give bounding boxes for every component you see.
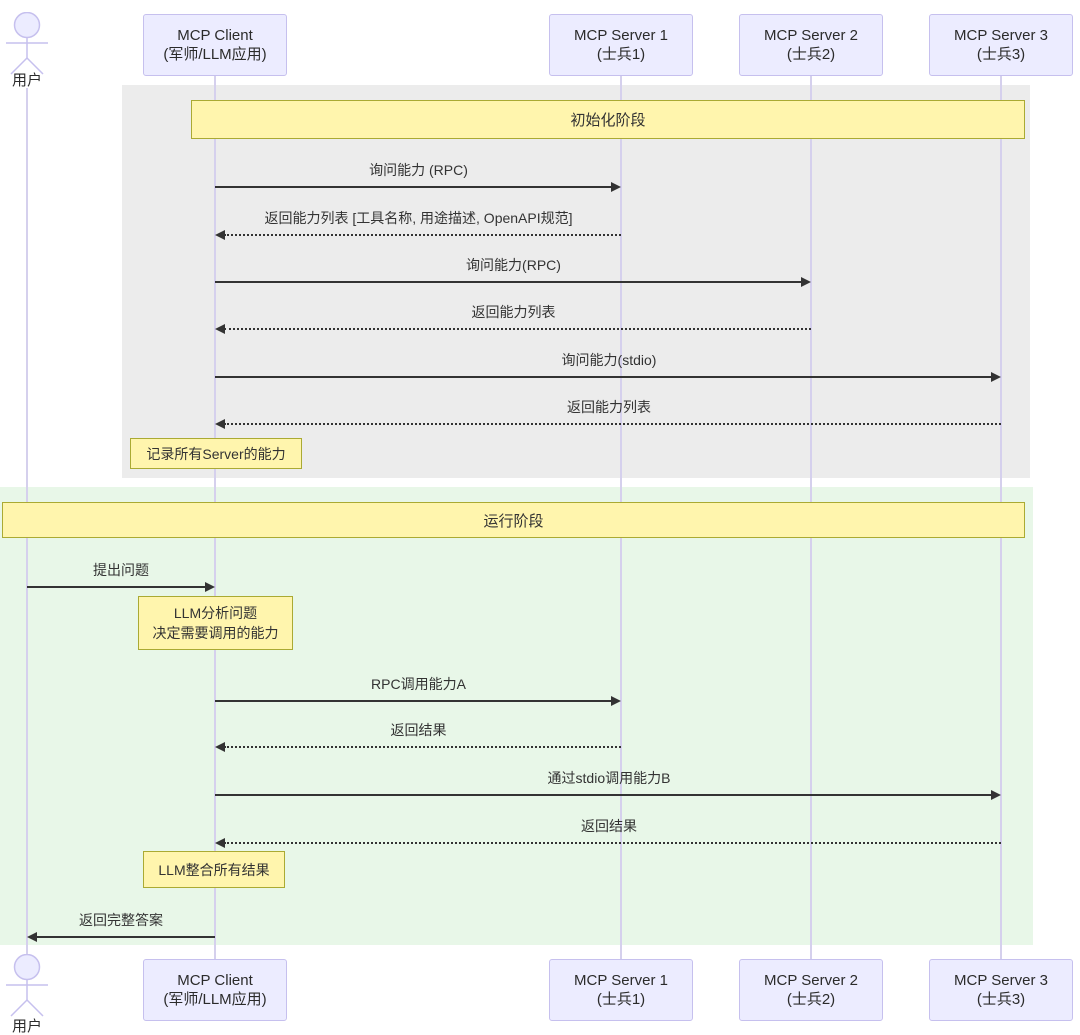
- participant-mcp-server-2-top: MCP Server 2 (士兵2): [739, 14, 883, 76]
- participant-subtitle: (士兵2): [786, 991, 836, 1008]
- message-line: [215, 186, 613, 188]
- participant-subtitle: (士兵1): [596, 46, 646, 63]
- message-line: [224, 328, 811, 330]
- participant-mcp-client-bottom: MCP Client (军师/LLM应用): [143, 959, 287, 1021]
- arrowhead-icon: [991, 790, 1001, 800]
- message-line: [215, 794, 994, 796]
- message-label: 返回能力列表: [471, 304, 556, 320]
- user-actor-label: 用户: [11, 1018, 42, 1035]
- arrowhead-icon: [27, 932, 37, 942]
- arrowhead-icon: [205, 582, 215, 592]
- message-label: 询问能力(RPC): [466, 257, 561, 273]
- participant-subtitle: (军师/LLM应用): [163, 991, 267, 1008]
- participant-subtitle: (军师/LLM应用): [163, 46, 267, 63]
- participant-name: MCP Server 2: [764, 972, 858, 989]
- note-line: LLM分析问题: [173, 605, 258, 621]
- participant-mcp-client-top: MCP Client (军师/LLM应用): [143, 14, 287, 76]
- participant-mcp-server-3-top: MCP Server 3 (士兵3): [929, 14, 1073, 76]
- message-line: [27, 586, 206, 588]
- message-label: 通过stdio调用能力B: [547, 770, 671, 786]
- arrowhead-icon: [215, 838, 225, 848]
- user-actor-icon: [6, 954, 48, 1017]
- message-label: 询问能力(stdio): [561, 352, 657, 368]
- arrowhead-icon: [801, 277, 811, 287]
- participant-name: MCP Server 1: [574, 27, 668, 44]
- message-line: [224, 234, 621, 236]
- participant-name: MCP Client: [177, 27, 253, 44]
- phase-banner-run: 运行阶段: [2, 502, 1025, 538]
- participant-subtitle: (士兵2): [786, 46, 836, 63]
- note-record-capabilities: 记录所有Server的能力: [130, 438, 302, 469]
- participant-subtitle: (士兵3): [976, 46, 1026, 63]
- participant-mcp-server-1-top: MCP Server 1 (士兵1): [549, 14, 693, 76]
- arrowhead-icon: [611, 182, 621, 192]
- message-label: 提出问题: [93, 562, 149, 578]
- arrowhead-icon: [215, 419, 225, 429]
- participant-subtitle: (士兵1): [596, 991, 646, 1008]
- participant-name: MCP Client: [177, 972, 253, 989]
- participant-mcp-server-3-bottom: MCP Server 3 (士兵3): [929, 959, 1073, 1021]
- message-label: 返回结果: [390, 722, 447, 738]
- user-actor-label: 用户: [11, 72, 42, 89]
- phase-banner-init: 初始化阶段: [191, 100, 1025, 139]
- participant-mcp-server-2-bottom: MCP Server 2 (士兵2): [739, 959, 883, 1021]
- message-line: [224, 423, 1001, 425]
- participant-subtitle: (士兵3): [976, 991, 1026, 1008]
- note-llm-analyze: LLM分析问题 决定需要调用的能力: [138, 596, 293, 650]
- message-line: [215, 376, 994, 378]
- participant-name: MCP Server 3: [954, 972, 1048, 989]
- participant-name: MCP Server 2: [764, 27, 858, 44]
- participant-mcp-server-1-bottom: MCP Server 1 (士兵1): [549, 959, 693, 1021]
- message-label: 返回能力列表 [工具名称, 用途描述, OpenAPI规范]: [264, 210, 573, 226]
- note-llm-merge: LLM整合所有结果: [143, 851, 285, 888]
- note-line: 决定需要调用的能力: [152, 625, 279, 641]
- arrowhead-icon: [611, 696, 621, 706]
- message-label: 返回结果: [581, 818, 637, 834]
- message-label: 返回能力列表: [567, 399, 651, 415]
- message-line: [215, 700, 613, 702]
- message-line: [224, 746, 621, 748]
- participant-name: MCP Server 3: [954, 27, 1048, 44]
- message-label: RPC调用能力A: [371, 676, 466, 692]
- arrowhead-icon: [215, 230, 225, 240]
- message-line: [215, 281, 803, 283]
- message-label: 返回完整答案: [79, 912, 163, 928]
- message-label: 询问能力 (RPC): [369, 162, 468, 178]
- message-line: [224, 842, 1001, 844]
- user-actor-icon: [6, 12, 48, 75]
- participant-name: MCP Server 1: [574, 972, 668, 989]
- arrowhead-icon: [215, 324, 225, 334]
- message-line: [36, 936, 215, 938]
- arrowhead-icon: [991, 372, 1001, 382]
- arrowhead-icon: [215, 742, 225, 752]
